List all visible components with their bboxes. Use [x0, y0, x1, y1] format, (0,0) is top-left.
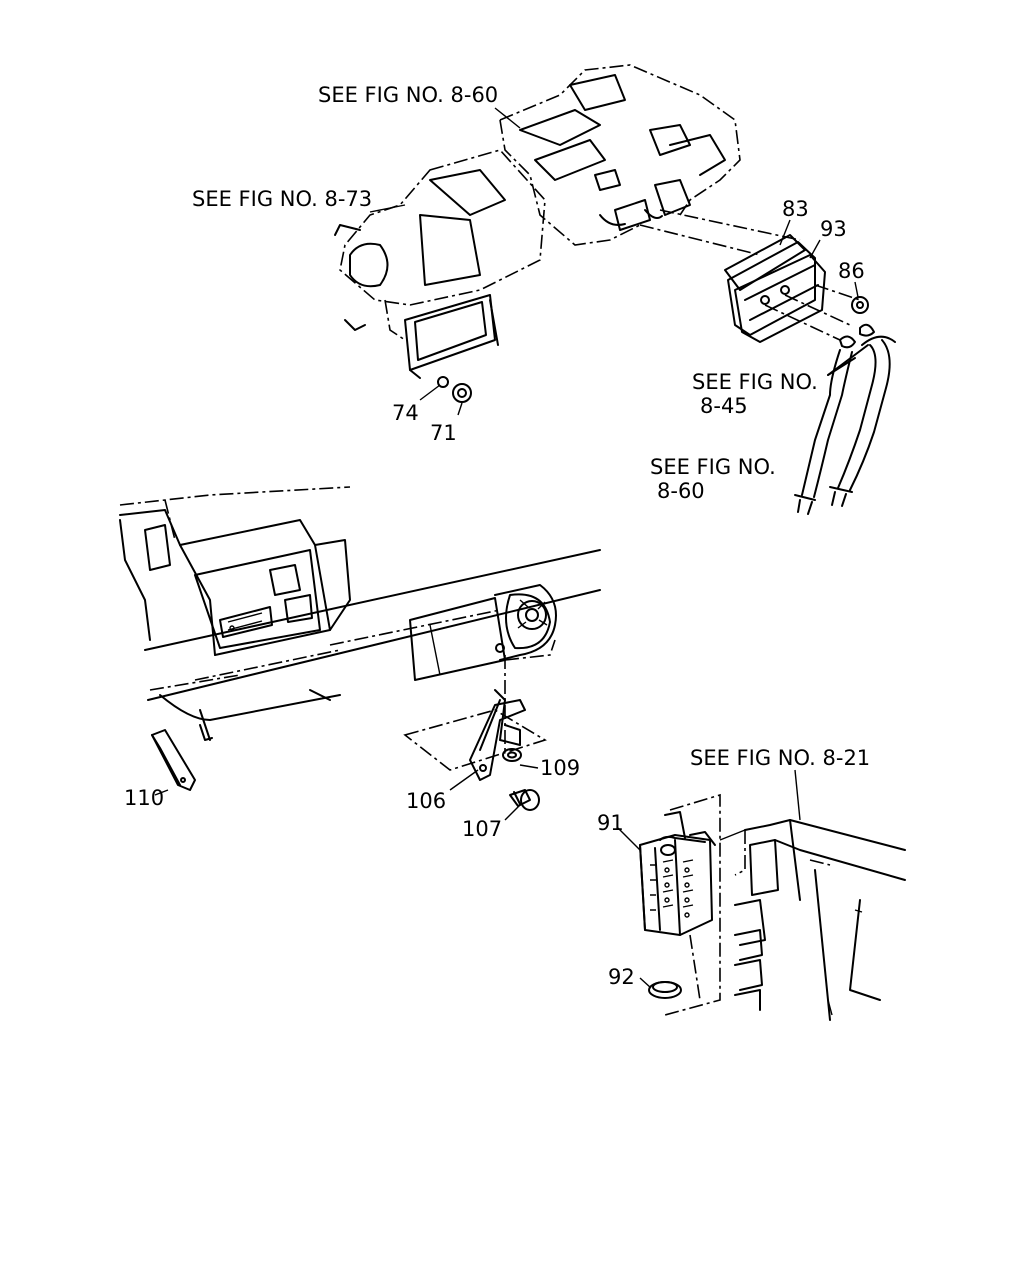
relay-terminals [650, 859, 694, 918]
ref-fig-8-60-top: SEE FIG NO. 8-60 [318, 83, 498, 107]
figure-references: SEE FIG NO. 8-60 SEE FIG NO. 8-73 SEE FI… [192, 83, 870, 770]
part-number-86: 86 [838, 259, 865, 283]
part-number-109: 109 [540, 756, 580, 780]
part-number-92: 92 [608, 965, 635, 989]
part-number-91: 91 [597, 811, 624, 835]
part-110-bracket [151, 729, 196, 791]
part-number-110: 110 [124, 786, 164, 810]
relay-block-assembly [639, 793, 721, 1016]
ref-fig-8-73: SEE FIG NO. 8-73 [192, 187, 372, 211]
part-number-83: 83 [782, 197, 809, 221]
part-number-callouts: 83 93 86 74 71 109 106 107 110 91 92 [124, 197, 865, 989]
part-number-93: 93 [820, 217, 847, 241]
part-number-106: 106 [406, 789, 446, 813]
part-number-107: 107 [462, 817, 502, 841]
dash-panel-structure [719, 819, 906, 1021]
instrument-panel [119, 486, 601, 741]
ref-fig-8-21: SEE FIG NO. 8-21 [690, 746, 870, 770]
heater-core [724, 234, 875, 349]
part-number-71: 71 [430, 421, 457, 445]
heater-unit-assembly [334, 64, 801, 403]
ref-fig-8-60-mid-line1: SEE FIG NO. [650, 455, 776, 479]
part-number-74: 74 [392, 401, 419, 425]
heater-hoses [794, 335, 896, 515]
bracket-assembly [403, 655, 547, 811]
ref-fig-8-45-line2: 8-45 [700, 394, 748, 418]
ref-fig-8-45-line1: SEE FIG NO. [692, 370, 818, 394]
ref-fig-8-60-mid-line2: 8-60 [657, 479, 705, 503]
leader-lines [154, 107, 859, 989]
